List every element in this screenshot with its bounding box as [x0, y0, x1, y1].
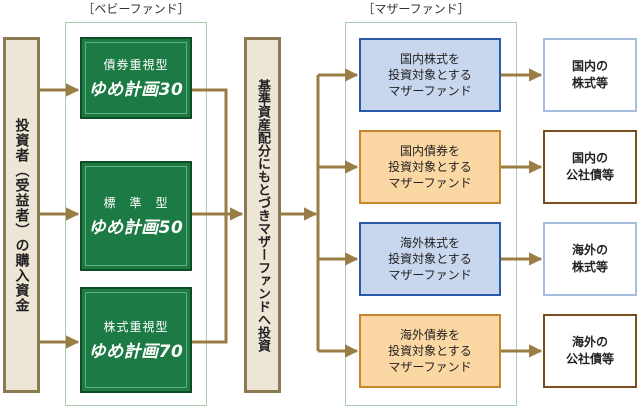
- fund-brand-name: ゆめ計画50: [88, 218, 184, 238]
- mother-fund-foreign-stock: 海外株式を 投資対象とする マザーファンド: [359, 222, 501, 296]
- fund-brand-name: ゆめ計画70: [88, 342, 184, 362]
- mother-fund-domestic-bond: 国内債券を 投資対象とする マザーファンド: [359, 130, 501, 204]
- mother-fund-label: ［マザーファンド］: [362, 2, 470, 16]
- baby-fund-yume70: 株式重視型 ゆめ計画70: [80, 287, 192, 393]
- baby-fund-yume30: 債券重視型 ゆめ計画30: [80, 37, 192, 119]
- mother-fund-foreign-bond: 海外債券を 投資対象とする マザーファンド: [359, 314, 501, 388]
- fund-type-label: 債券重視型: [103, 58, 169, 72]
- investor-funds-box: 投資者（受益者）の購入資金: [3, 37, 40, 393]
- fund-brand-name: ゆめ計画30: [88, 80, 184, 100]
- baby-fund-yume50: 標 準 型 ゆめ計画50: [80, 161, 192, 271]
- asset-domestic-bond: 国内の 公社債等: [543, 130, 637, 204]
- fund-type-label: 株式重視型: [103, 320, 169, 334]
- baby-fund-label: ［ベビーファンド］: [82, 2, 190, 16]
- asset-foreign-bond: 海外の 公社債等: [543, 314, 637, 388]
- mother-fund-domestic-stock: 国内株式を 投資対象とする マザーファンド: [359, 38, 501, 112]
- asset-domestic-stock: 国内の 株式等: [543, 38, 637, 112]
- fund-type-label: 標 準 型: [103, 196, 169, 210]
- connector-funds: [192, 88, 228, 344]
- allocation-box: 基準資産配分にもとづきマザーファンドへ投資: [244, 37, 281, 393]
- asset-foreign-stock: 海外の 株式等: [543, 222, 637, 296]
- mother-fund-group: [345, 22, 517, 406]
